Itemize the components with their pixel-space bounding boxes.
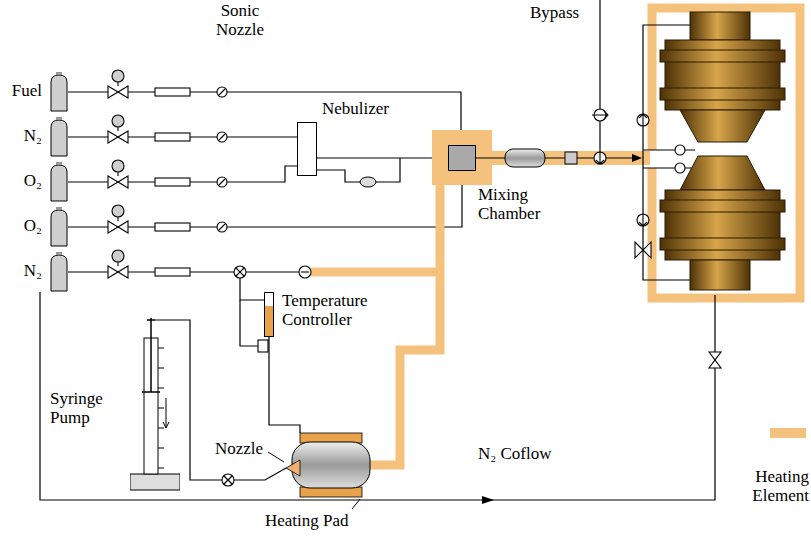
- flow-symbol: [112, 70, 124, 82]
- node-label: O₂: [24, 217, 42, 236]
- node-shape: [448, 145, 476, 171]
- gas-cylinder: O₂: [50, 207, 68, 247]
- flow-symbol: [117, 82, 118, 86]
- node-label: N₂: [24, 127, 42, 146]
- flow-symbol: [155, 133, 190, 141]
- flow-symbol: [217, 87, 227, 97]
- legend-swatch: [770, 428, 806, 438]
- flow-symbol: [217, 132, 227, 142]
- flow-symbol: [108, 221, 128, 233]
- flow-symbol: [117, 172, 118, 176]
- gas-cylinder: N₂: [50, 252, 68, 292]
- node-label: Nebulizer: [322, 100, 389, 119]
- node-shape: [50, 117, 68, 157]
- apparatus-box: Mixing Chamber: [448, 145, 476, 171]
- flow-symbol: [112, 250, 124, 262]
- gas-cylinder: Fuel: [50, 72, 68, 112]
- gas-line: [68, 92, 461, 145]
- gas-cylinder: O₂: [50, 162, 68, 202]
- node-shape: [50, 72, 68, 112]
- annotation-label: Bypass: [530, 4, 579, 23]
- flow-symbol: [155, 268, 190, 276]
- flow-symbol: [219, 179, 225, 185]
- flow-symbol: [117, 217, 118, 221]
- node-label: O₂: [24, 172, 42, 191]
- node-shape: [50, 162, 68, 202]
- apparatus-box: Syringe Pump: [130, 318, 180, 492]
- node-shape: [297, 122, 317, 176]
- annotation-label: Sonic Nozzle: [205, 2, 275, 39]
- node-label: Syringe Pump: [50, 390, 112, 427]
- flow-symbol: [108, 86, 128, 98]
- gas-line: [68, 171, 462, 227]
- annotation-label: N₂ Coflow: [478, 445, 551, 464]
- flow-symbol: [155, 223, 190, 231]
- flow-symbol: [108, 266, 128, 278]
- flow-symbol: [219, 224, 225, 230]
- flow-symbol: [217, 222, 227, 232]
- annotation-label: Heating Pad: [265, 512, 349, 531]
- flow-symbol: [155, 178, 190, 186]
- gas-cylinder: N₂: [50, 117, 68, 157]
- flow-symbol: [219, 134, 225, 140]
- flow-symbol: [108, 176, 128, 188]
- flow-symbol: [108, 131, 128, 143]
- node-shape: [50, 207, 68, 247]
- flow-symbol: [219, 89, 225, 95]
- flow-symbol: [112, 115, 124, 127]
- node-shape: [130, 318, 180, 492]
- annotation-label: Nozzle: [215, 440, 263, 459]
- node-label: Fuel: [12, 82, 42, 101]
- node-label: N₂: [24, 262, 42, 281]
- node-label: Temperature Controller: [282, 292, 392, 329]
- apparatus-box: Temperature Controller: [264, 292, 274, 337]
- flow-symbol: [117, 262, 118, 266]
- legend-text: Heating Element: [735, 468, 809, 505]
- apparatus-box: Nebulizer: [297, 122, 317, 176]
- flow-symbol: [112, 205, 124, 217]
- flow-symbol: [217, 177, 227, 187]
- flow-symbol: [117, 127, 118, 131]
- flow-symbol: [112, 160, 124, 172]
- flow-symbol: [155, 88, 190, 96]
- gas-line: [317, 157, 448, 158]
- node-label: Mixing Chamber: [478, 186, 558, 223]
- node-shape: [50, 252, 68, 292]
- node-shape: [264, 292, 274, 337]
